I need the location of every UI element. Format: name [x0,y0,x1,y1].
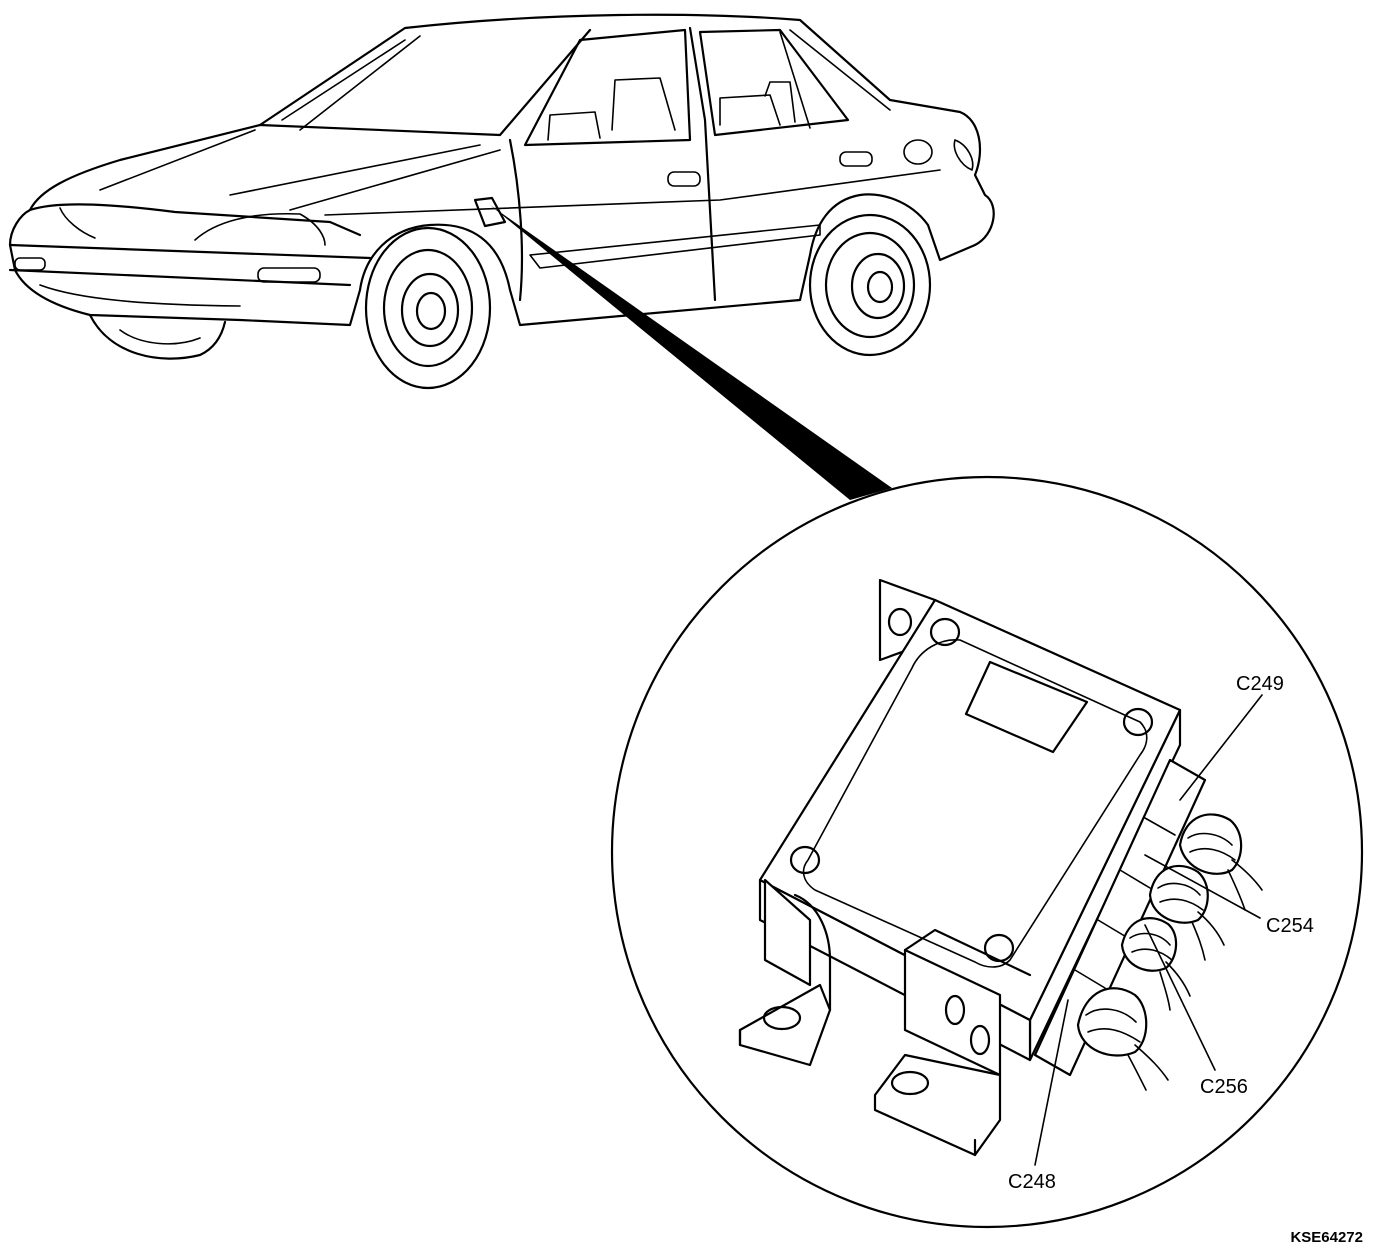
callout-c256: C256 [1200,1076,1248,1098]
callout-c249: C249 [1236,673,1284,695]
module-location-marker [473,196,507,228]
wire-harness-bundles [1076,813,1263,1091]
callout-c248: C248 [1008,1171,1056,1193]
rear-wheel [808,213,932,357]
callout-leaders [1034,694,1263,1166]
inflatable-restraint-module [738,578,1207,1157]
callout-c254: C254 [1266,915,1314,937]
detail-circle [610,475,1364,1229]
detail-leader-wedge [490,205,892,500]
front-wheel [364,226,492,390]
figure-id: KSE64272 [1290,1229,1363,1246]
sedan-illustration [8,13,995,390]
